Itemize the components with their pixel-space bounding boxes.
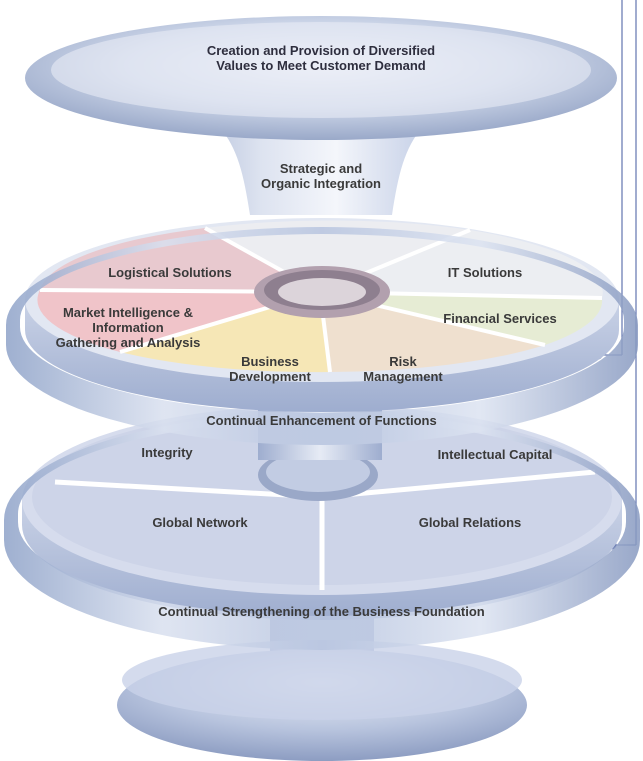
segment-integrity: Integrity	[141, 445, 193, 460]
funnel-label: Strategic and Organic Integration	[261, 161, 381, 191]
segment-global-relations: Global Relations	[418, 515, 522, 530]
segment-market-intelligence: Market Intelligence & Information Gather…	[55, 305, 201, 350]
segment-business-development: Business Development	[229, 354, 311, 384]
top-disc-label: Creation and Provision of Diversified Va…	[206, 43, 436, 73]
segment-financial-services: Financial Services	[443, 311, 557, 326]
functions-caption: Continual Enhancement of Functions	[206, 413, 437, 428]
segment-intellectual-capital: Intellectual Capital	[437, 447, 553, 462]
functions-disc	[25, 218, 619, 412]
foundation-caption: Continual Strengthening of the Business …	[158, 604, 485, 619]
top-disc	[25, 16, 617, 140]
segment-it-solutions: IT Solutions	[447, 265, 523, 280]
foundation-disc	[22, 405, 622, 620]
segment-risk-management: Risk Management	[363, 354, 443, 384]
segment-global-network: Global Network	[152, 515, 248, 530]
segment-logistical-solutions: Logistical Solutions	[108, 265, 232, 280]
